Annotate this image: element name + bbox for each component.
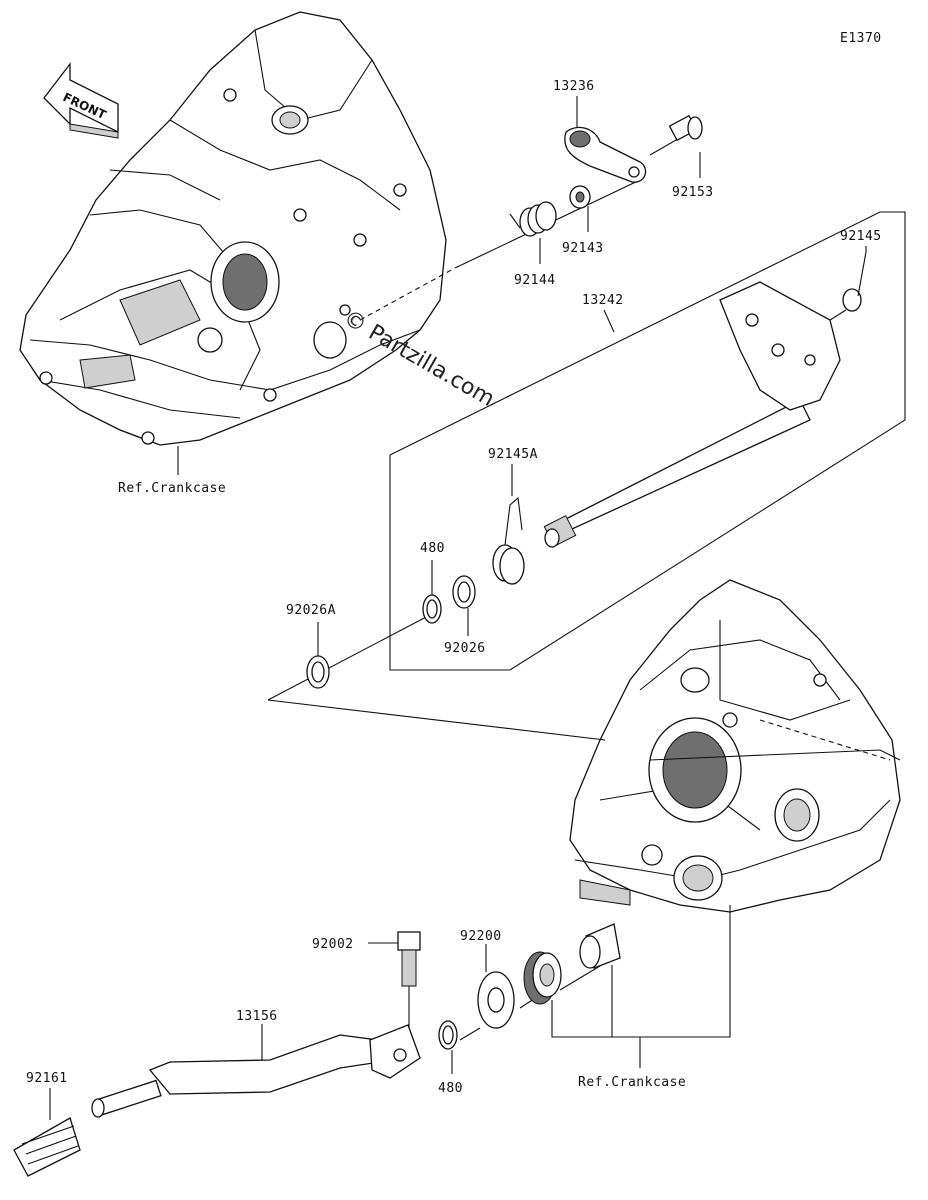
leader-lines [49, 96, 867, 1120]
label-13242: 13242 [582, 293, 624, 308]
part-92144-spring [509, 201, 557, 237]
label-13156: 13156 [236, 1009, 278, 1024]
label-480-top: 480 [420, 541, 445, 556]
part-92145A-spring [492, 496, 525, 585]
part-92002-bolt [397, 931, 421, 1045]
part-13242-shift-shaft [543, 281, 841, 548]
part-92145-spring [829, 251, 867, 321]
part-13236-shift-arm [564, 126, 647, 183]
label-92144: 92144 [514, 273, 556, 288]
label-480-bottom: 480 [438, 1081, 463, 1096]
part-92026-washer [452, 575, 476, 609]
crankcase-lower-illustration [569, 579, 901, 913]
part-480-circlip-top [422, 594, 442, 624]
part-92153-bolt [649, 114, 703, 156]
label-92200: 92200 [460, 929, 502, 944]
label-92002: 92002 [312, 937, 354, 952]
label-92145: 92145 [840, 229, 882, 244]
crankcase-upper-illustration [19, 11, 447, 446]
label-92026A: 92026A [286, 603, 336, 618]
part-92200-washer [477, 971, 515, 1029]
shift-shaft-assembly-frame [389, 211, 906, 671]
reference-lines [267, 179, 641, 1041]
label-92143: 92143 [562, 241, 604, 256]
oil-seal-illustration [523, 951, 562, 1005]
label-92145A: 92145A [488, 447, 538, 462]
part-13156-shift-pedal [91, 1024, 421, 1118]
part-92143-collar [569, 185, 591, 209]
front-arrow-icon: FRONT [43, 62, 119, 139]
label-92153: 92153 [672, 185, 714, 200]
ref-crankcase-bottom: Ref.Crankcase [578, 1075, 686, 1090]
ref-crankcase-top: Ref.Crankcase [118, 481, 226, 496]
part-480-circlip-bottom [438, 1020, 458, 1050]
label-92026: 92026 [444, 641, 486, 656]
label-13236: 13236 [553, 79, 595, 94]
part-92161-pedal-rubber [13, 1117, 81, 1177]
needle-bearing-illustration [579, 923, 621, 969]
label-92161: 92161 [26, 1071, 68, 1086]
part-92026A-washer [306, 655, 330, 689]
diagram-code: E1370 [840, 31, 882, 46]
